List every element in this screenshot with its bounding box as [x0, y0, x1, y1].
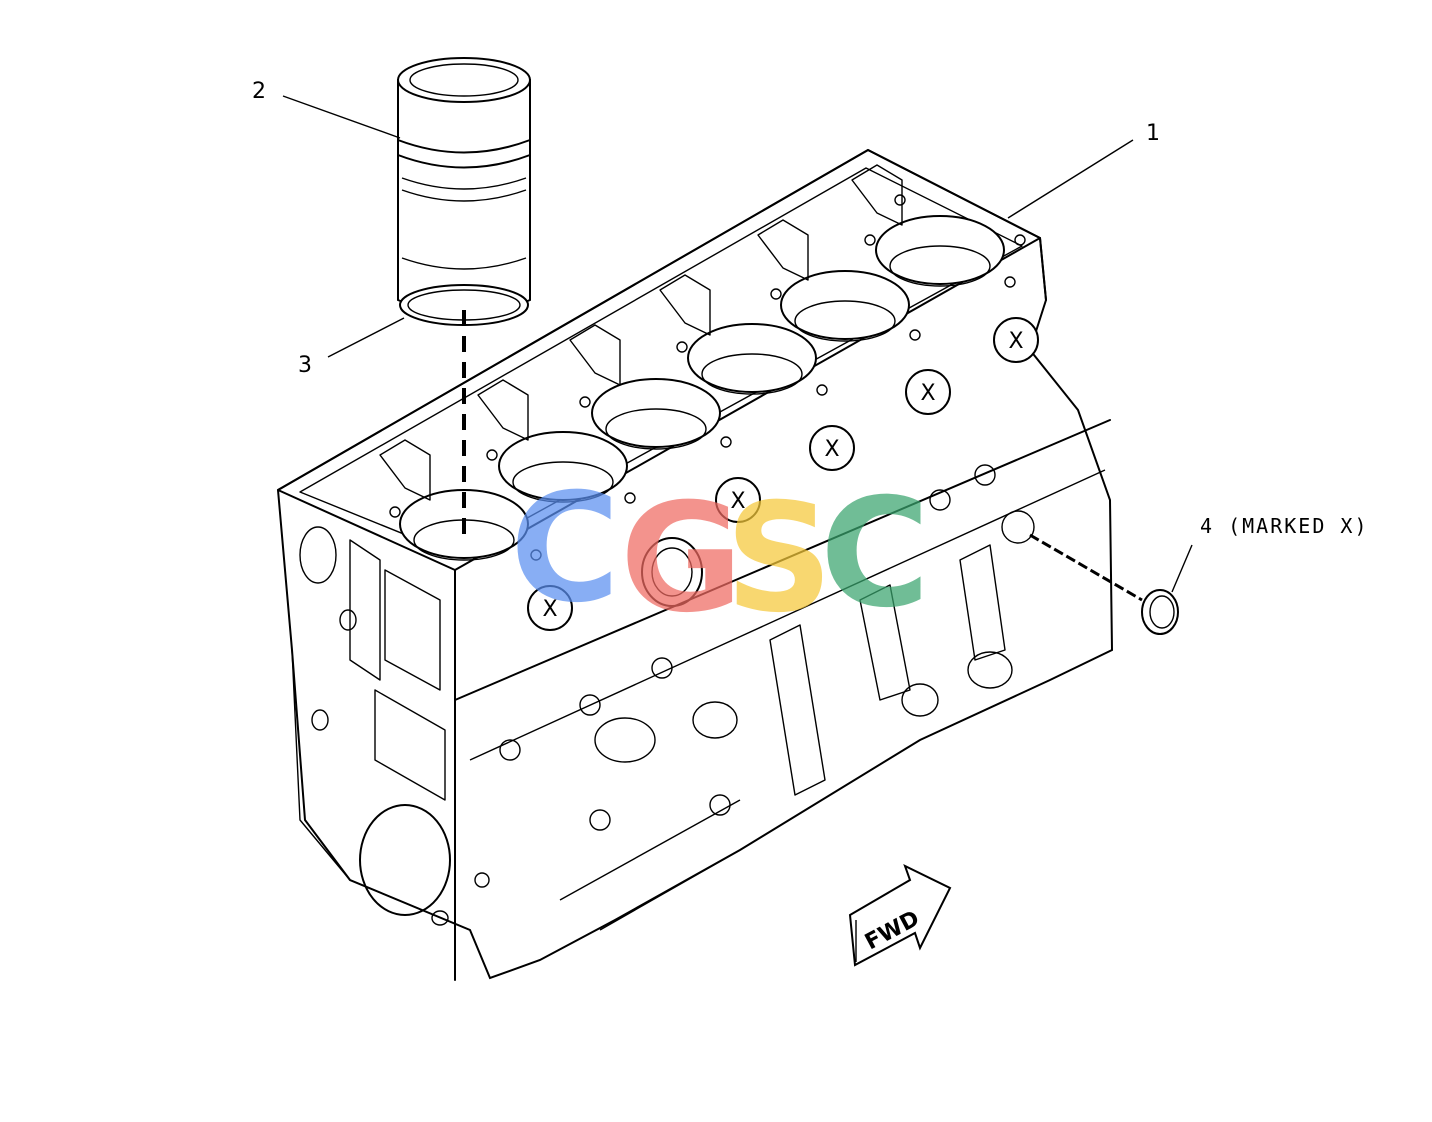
plug-marked-x [1141, 589, 1179, 635]
head-bolt-holes [389, 194, 1026, 561]
x-mark: X [920, 381, 935, 406]
svg-text:G: G [620, 472, 743, 646]
plug-assembly-line [1029, 533, 1143, 602]
svg-text:C: C [510, 462, 620, 636]
x-mark: X [824, 437, 839, 462]
callout-4: 4 (MARKED X) [1200, 514, 1369, 538]
cylinder-liner [397, 57, 531, 316]
side-bosses-marked-x: X X X X X [527, 317, 1039, 631]
x-mark: X [1008, 329, 1023, 354]
forward-direction-arrow: FWD [848, 864, 952, 967]
x-mark: X [730, 489, 745, 514]
callout-2: 2 [252, 79, 266, 104]
deck-ribs [379, 164, 903, 501]
callout-3: 3 [298, 353, 312, 378]
callout-1: 1 [1146, 121, 1160, 146]
side-face-details [499, 464, 1035, 931]
x-mark: X [542, 597, 557, 622]
cgsc-watermark-logo: C G S C [510, 462, 930, 646]
cylinder-block: X X X X X [276, 148, 1114, 981]
svg-text:C: C [820, 467, 930, 641]
svg-text:S: S [725, 472, 833, 646]
